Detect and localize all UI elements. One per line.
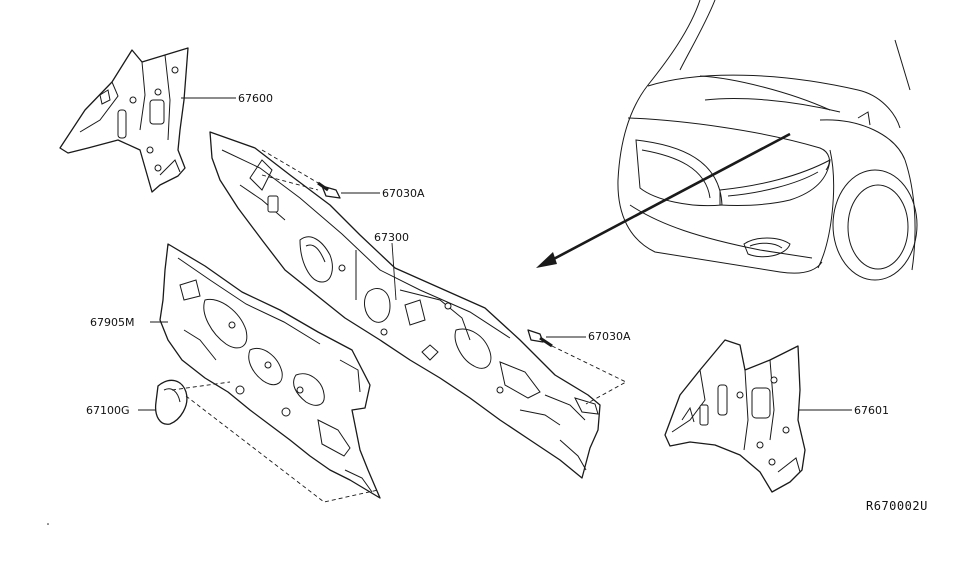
part-67030A-upper-bolt [317, 181, 341, 199]
vehicle-front-illustration [617, 0, 918, 281]
part-67030A-lower-bolt [527, 329, 553, 348]
label-67601: 67601 [854, 404, 889, 417]
leader-67300 [391, 242, 397, 301]
part-67300-dash-panel [209, 131, 601, 479]
label-67030A-upper: 67030A [382, 187, 425, 200]
label-67100G: 67100G [86, 404, 130, 417]
part-67600-side-panel [59, 47, 189, 193]
label-67600: 67600 [238, 92, 273, 105]
label-67300: 67300 [374, 231, 409, 244]
diagram-code: R670002U [866, 499, 928, 513]
dashed-guide-grommet-2 [185, 395, 379, 503]
dashed-guide-grommet-1 [171, 381, 231, 391]
location-arrow [536, 132, 791, 268]
label-67905M: 67905M [90, 316, 134, 329]
part-67601-side-panel [664, 339, 806, 493]
stray-dot [47, 523, 49, 525]
part-67100G-grommet [154, 379, 188, 425]
dashed-guide-upper [261, 149, 321, 185]
dashed-guide-upper-2 [261, 174, 319, 191]
part-67905M-insulator [159, 243, 381, 499]
dashed-guide-lower [551, 345, 627, 405]
label-67030A-lower: 67030A [588, 330, 631, 343]
